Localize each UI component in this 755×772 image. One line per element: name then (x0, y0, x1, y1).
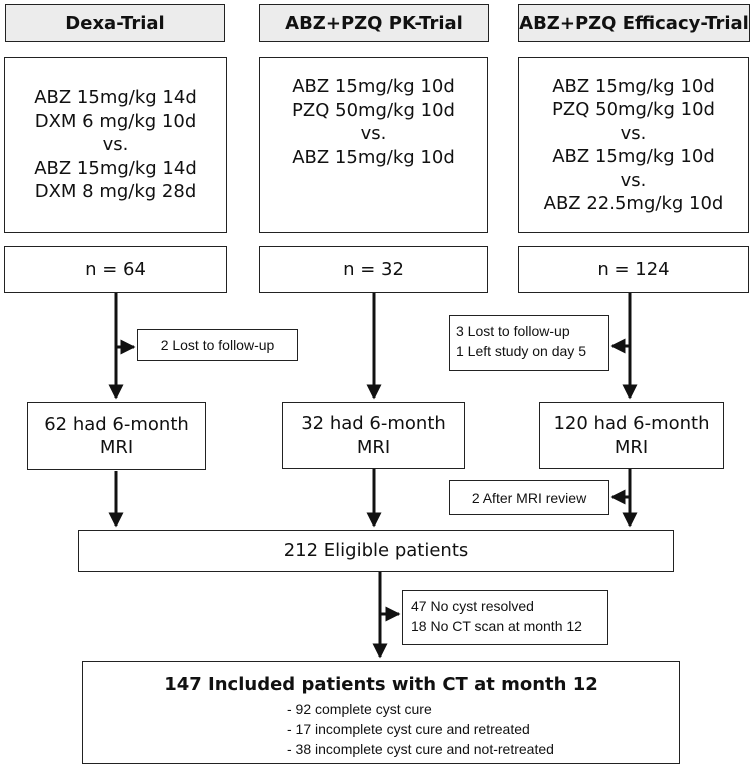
pk-trial-n: n = 32 (259, 246, 488, 293)
pk-trial-header: ABZ+PZQ PK-Trial (259, 4, 489, 42)
efficacy-trial-exclusion: 3 Lost to follow-up 1 Left study on day … (449, 315, 609, 371)
final-title: 147 Included patients with CT at month 1… (164, 674, 598, 695)
arm-line: vs. (102, 134, 129, 156)
efficacy-trial-n: n = 124 (518, 246, 749, 293)
arm-line: ABZ 15mg/kg 10d (552, 75, 715, 97)
arm-line: DXM 6 mg/kg 10d (34, 110, 197, 132)
arm-line: vs. (620, 169, 647, 191)
mri-line: 32 had 6-month (301, 413, 446, 434)
arm-line: ABZ 15mg/kg 10d (292, 146, 455, 168)
arm-line: ABZ 22.5mg/kg 10d (543, 193, 724, 214)
arm-line: ABZ 15mg/kg 14d (34, 157, 197, 179)
arm-line: PZQ 50mg/kg 10d (292, 99, 455, 121)
dexa-trial-n: n = 64 (4, 246, 227, 293)
eligible-patients-box: 212 Eligible patients (78, 530, 674, 572)
dexa-trial-exclusion: 2 Lost to follow-up (137, 329, 298, 361)
pk-trial-arms: ABZ 15mg/kg 10d PZQ 50mg/kg 10d vs. ABZ … (259, 57, 488, 233)
dexa-trial-arms: ABZ 15mg/kg 14d DXM 6 mg/kg 10d vs. ABZ … (4, 57, 227, 233)
exclusion-line: 18 No CT scan at month 12 (411, 618, 582, 634)
pk-trial-mri: 32 had 6-month MRI (282, 402, 465, 469)
mri-line: 120 had 6-month (553, 413, 710, 434)
list-item: - 38 incomplete cyst cure and not-retrea… (287, 741, 554, 757)
exclusion-line: 3 Lost to follow-up (456, 323, 570, 339)
exclusion-line: 1 Left study on day 5 (456, 343, 586, 359)
arm-line: DXM 8 mg/kg 28d (34, 181, 197, 203)
mri-line: 62 had 6-month (44, 413, 189, 435)
arm-line: ABZ 15mg/kg 10d (292, 76, 455, 97)
arm-line: vs. (620, 122, 647, 144)
final-included-box: 147 Included patients with CT at month 1… (82, 661, 680, 764)
arm-line: ABZ 15mg/kg 14d (34, 87, 197, 109)
efficacy-trial-arms: ABZ 15mg/kg 10d PZQ 50mg/kg 10d vs. ABZ … (518, 57, 749, 233)
efficacy-trial-header: ABZ+PZQ Efficacy-Trial (518, 4, 750, 42)
efficacy-post-mri-exclusion: 2 After MRI review (449, 480, 609, 515)
arm-line: PZQ 50mg/kg 10d (552, 99, 715, 120)
exclusion-line: 47 No cyst resolved (411, 598, 534, 614)
final-outcomes-list: - 92 complete cyst cure - 17 incomplete … (287, 699, 679, 759)
mri-line: MRI (614, 436, 649, 458)
eligible-exclusion: 47 No cyst resolved 18 No CT scan at mon… (402, 590, 608, 645)
list-item: - 92 complete cyst cure (287, 701, 432, 717)
efficacy-trial-mri: 120 had 6-month MRI (539, 402, 724, 469)
list-item: - 17 incomplete cyst cure and retreated (287, 721, 530, 737)
arm-line: ABZ 15mg/kg 10d (552, 146, 715, 167)
mri-line: MRI (99, 437, 134, 458)
arm-line: vs. (360, 123, 387, 144)
dexa-trial-mri: 62 had 6-month MRI (27, 402, 206, 470)
dexa-trial-header: Dexa-Trial (5, 4, 225, 42)
mri-line: MRI (356, 436, 391, 458)
